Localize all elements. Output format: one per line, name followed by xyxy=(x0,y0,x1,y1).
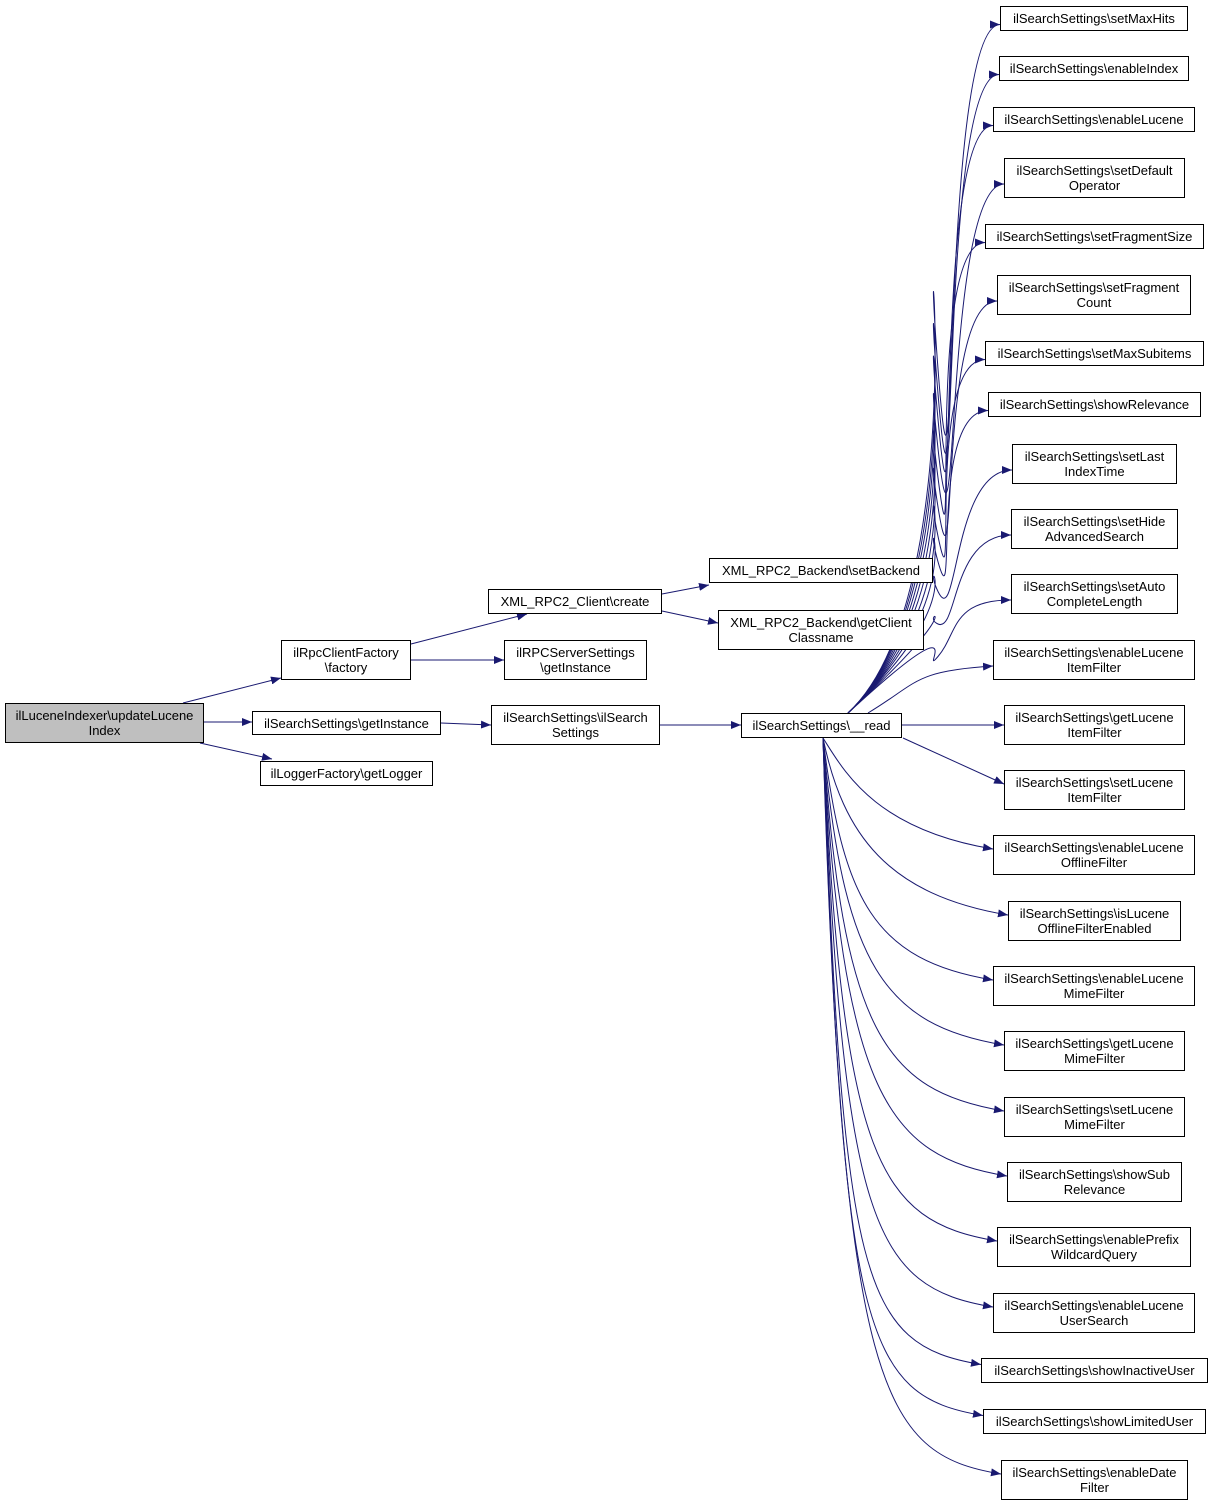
node-is-lucene-offline-filter-enabled[interactable]: ilSearchSettings\isLucene OfflineFilterE… xyxy=(1008,901,1181,941)
node-enable-lucene[interactable]: ilSearchSettings\enableLucene xyxy=(993,107,1195,132)
node-show-relevance[interactable]: ilSearchSettings\showRelevance xyxy=(988,392,1201,417)
node-search-settings-read[interactable]: ilSearchSettings\__read xyxy=(741,713,902,738)
edge-read-t12 xyxy=(867,662,994,714)
node-show-inactive-user[interactable]: ilSearchSettings\showInactiveUser xyxy=(981,1358,1208,1383)
node-root: ilLuceneIndexer\updateLucene Index xyxy=(5,703,204,743)
node-enable-date-filter[interactable]: ilSearchSettings\enableDate Filter xyxy=(1001,1460,1188,1500)
node-rpc-client-factory[interactable]: ilRpcClientFactory \factory xyxy=(281,640,411,680)
node-get-lucene-mime-filter[interactable]: ilSearchSettings\getLucene MimeFilter xyxy=(1004,1031,1185,1071)
edge-read-t15 xyxy=(822,737,994,852)
edge-read-t21 xyxy=(822,737,998,1244)
node-set-default-operator[interactable]: ilSearchSettings\setDefault Operator xyxy=(1004,158,1185,198)
node-set-lucene-item-filter[interactable]: ilSearchSettings\setLucene ItemFilter xyxy=(1004,770,1185,810)
edge-xmlc-xbset xyxy=(661,582,710,595)
node-set-fragment-size[interactable]: ilSearchSettings\setFragmentSize xyxy=(985,224,1204,249)
edge-read-t14 xyxy=(902,737,1005,785)
edge-read-t19 xyxy=(822,737,1005,1114)
node-logger-factory[interactable]: ilLoggerFactory\getLogger xyxy=(260,761,433,786)
node-set-max-hits[interactable]: ilSearchSettings\setMaxHits xyxy=(1000,6,1188,31)
node-enable-lucene-offline-filter[interactable]: ilSearchSettings\enableLucene OfflineFil… xyxy=(993,835,1195,875)
edge-read-t6 xyxy=(847,297,998,714)
node-enable-lucene-user-search[interactable]: ilSearchSettings\enableLucene UserSearch xyxy=(993,1293,1195,1333)
edge-read-t4 xyxy=(847,180,1005,714)
edge-read-t11 xyxy=(847,596,1012,714)
edge-rpcf-xmlc xyxy=(410,612,528,645)
node-enable-lucene-mime-filter[interactable]: ilSearchSettings\enableLucene MimeFilter xyxy=(993,966,1195,1006)
node-enable-index[interactable]: ilSearchSettings\enableIndex xyxy=(999,56,1189,81)
node-set-fragment-count[interactable]: ilSearchSettings\setFragment Count xyxy=(997,275,1191,315)
node-show-limited-user[interactable]: ilSearchSettings\showLimitedUser xyxy=(983,1409,1206,1434)
edge-read-t25 xyxy=(822,737,1002,1477)
node-enable-lucene-item-filter[interactable]: ilSearchSettings\enableLucene ItemFilter xyxy=(993,640,1195,680)
edge-read-t1 xyxy=(847,20,1001,714)
edge-read-t9 xyxy=(847,466,1013,714)
node-xml-rpc2-backend-get[interactable]: XML_RPC2_Backend\getClient Classname xyxy=(718,610,924,650)
node-set-auto-complete-length[interactable]: ilSearchSettings\setAuto CompleteLength xyxy=(1011,574,1178,614)
edge-root-logger xyxy=(199,742,273,761)
node-rpc-server-settings[interactable]: ilRPCServerSettings \getInstance xyxy=(504,640,647,680)
node-show-sub-relevance[interactable]: ilSearchSettings\showSub Relevance xyxy=(1007,1162,1182,1202)
node-search-settings-ctor[interactable]: ilSearchSettings\ilSearch Settings xyxy=(491,705,660,745)
edge-read-t20 xyxy=(822,737,1008,1179)
node-search-settings-get-instance[interactable]: ilSearchSettings\getInstance xyxy=(252,711,441,735)
node-set-lucene-mime-filter[interactable]: ilSearchSettings\setLucene MimeFilter xyxy=(1004,1097,1185,1137)
node-enable-prefix-wildcard-query[interactable]: ilSearchSettings\enablePrefix WildcardQu… xyxy=(997,1227,1191,1267)
node-set-max-subitems[interactable]: ilSearchSettings\setMaxSubitems xyxy=(985,341,1204,366)
edge-read-t7 xyxy=(847,355,986,714)
edge-read-t18 xyxy=(822,737,1005,1048)
edge-xmlc-xbget xyxy=(661,610,719,625)
node-set-last-index-time[interactable]: ilSearchSettings\setLast IndexTime xyxy=(1012,444,1177,484)
node-get-lucene-item-filter[interactable]: ilSearchSettings\getLucene ItemFilter xyxy=(1004,705,1185,745)
edge-read-t24 xyxy=(822,737,984,1418)
edge-read-t17 xyxy=(822,737,994,983)
edge-read-t16 xyxy=(822,737,1009,918)
node-xml-rpc2-backend-set[interactable]: XML_RPC2_Backend\setBackend xyxy=(709,558,933,583)
node-set-hide-advanced-search[interactable]: ilSearchSettings\setHide AdvancedSearch xyxy=(1011,509,1178,549)
edge-read-t22 xyxy=(822,737,994,1310)
edge-root-rpcf xyxy=(182,676,282,704)
node-xml-rpc2-client-create[interactable]: XML_RPC2_Client\create xyxy=(488,589,662,614)
edge-ssgi-ssctor xyxy=(440,720,492,729)
edge-read-t3 xyxy=(847,121,994,714)
edge-read-t23 xyxy=(822,737,982,1367)
